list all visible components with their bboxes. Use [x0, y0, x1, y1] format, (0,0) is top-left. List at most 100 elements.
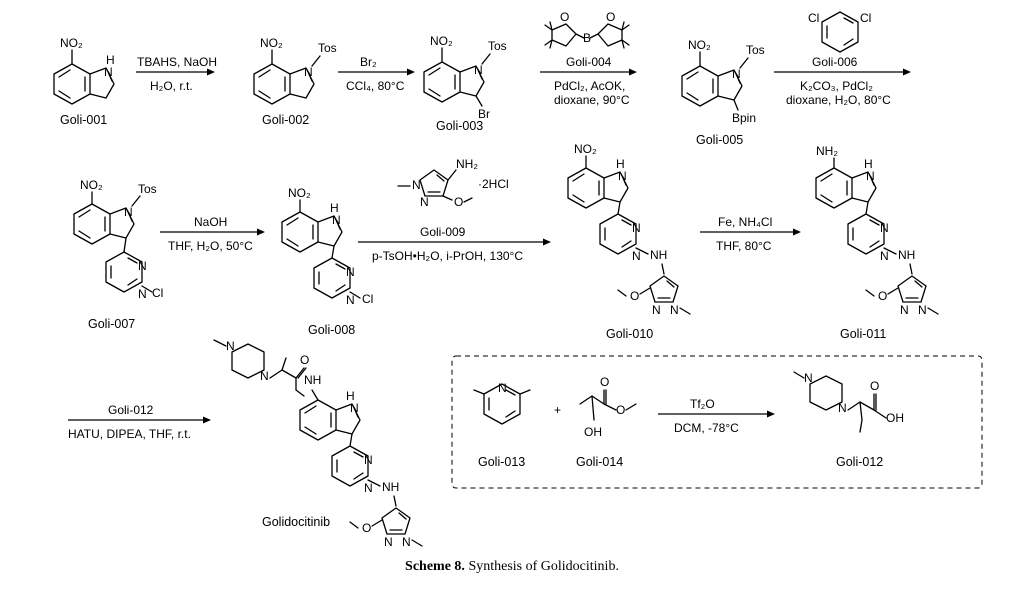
- atom-label: H: [330, 201, 339, 215]
- arrow-step-5: [160, 228, 265, 236]
- atom-label: NO₂: [288, 186, 311, 200]
- atom-label: NH: [304, 373, 321, 387]
- atom-label: H: [864, 157, 873, 171]
- structure-goli-001: NO₂ H N: [53, 36, 115, 105]
- reagent-step7-bottom: THF, 80°C: [716, 239, 772, 253]
- reagent-step7-top: Fe, NH₄Cl: [718, 215, 772, 229]
- atom-label: B: [583, 31, 591, 45]
- atom-label: N: [346, 293, 355, 307]
- goli-012-prep-box: [451, 355, 983, 489]
- atom-label: O: [454, 195, 463, 209]
- reagent-step9-bottom: DCM, -78°C: [674, 421, 739, 435]
- atom-label: O: [616, 403, 625, 417]
- caption-text: Synthesis of Golidocitinib.: [468, 559, 619, 574]
- atom-label: N: [138, 287, 147, 301]
- atom-label: NH: [898, 248, 915, 262]
- atom-label: Tos: [746, 43, 765, 57]
- arrow-step-9: [658, 410, 775, 418]
- label-golidocitinib: Golidocitinib: [262, 515, 330, 529]
- atom-label: NO₂: [430, 34, 453, 48]
- atom-label: N: [124, 205, 133, 219]
- salt-label: ·2HCl: [478, 177, 509, 191]
- label-goli-011: Goli-011: [840, 327, 886, 341]
- structure-goli-013: N: [473, 381, 531, 425]
- structure-goli-004: B O O: [544, 10, 630, 49]
- structure-goli-012: N N O OH: [793, 371, 904, 433]
- structure-goli-005: NO₂ N Tos Bpin: [681, 38, 765, 125]
- reagent-step3-bottom2: dioxane, 90°C: [554, 93, 630, 107]
- atom-label: NO₂: [80, 178, 103, 192]
- atom-label: N: [804, 371, 813, 385]
- structure-goli-007: NO₂ N Tos N N Cl: [73, 178, 163, 301]
- reagent-step1-bottom: H₂O, r.t.: [150, 79, 193, 93]
- label-goli-009: Goli-009: [420, 225, 466, 239]
- atom-label: N: [364, 453, 373, 467]
- reagent-step9-top: Tf₂O: [690, 397, 715, 411]
- atom-label: OH: [584, 425, 602, 439]
- arrow-step-3: [540, 68, 637, 76]
- atom-label: Tos: [318, 41, 337, 55]
- atom-label: Cl: [362, 292, 373, 306]
- structure-goli-008: NO₂ H N N N Cl: [281, 186, 373, 307]
- atom-label: N: [332, 213, 341, 227]
- atom-label: N: [652, 303, 661, 317]
- atom-label: O: [870, 379, 879, 393]
- atom-label: N: [350, 401, 359, 415]
- label-goli-013: Goli-013: [478, 455, 525, 469]
- reagent-step4-bottom2: dioxane, H₂O, 80°C: [786, 93, 891, 107]
- atom-label: NH: [382, 480, 399, 494]
- atom-label: Br: [478, 107, 490, 121]
- atom-label: OH: [886, 411, 904, 425]
- atom-label: NH₂: [816, 144, 838, 158]
- atom-label: N: [918, 303, 927, 317]
- structure-golidocitinib: N N O NH H N N N NH N N O: [213, 339, 423, 549]
- reagent-step5-bottom: THF, H₂O, 50°C: [168, 239, 253, 253]
- atom-label: O: [630, 289, 639, 303]
- atom-label: O: [878, 289, 887, 303]
- atom-label: O: [606, 10, 615, 24]
- atom-label: Tos: [138, 182, 157, 196]
- atom-label: O: [300, 353, 309, 367]
- atom-label: NO₂: [688, 38, 711, 52]
- reagent-step5-top: NaOH: [194, 215, 227, 229]
- atom-label: Cl: [860, 11, 871, 25]
- atom-label: N: [880, 221, 889, 235]
- atom-label: N: [838, 401, 847, 415]
- atom-label: O: [560, 10, 569, 24]
- label-goli-007: Goli-007: [88, 317, 135, 331]
- reagent-step1-top: TBAHS, NaOH: [137, 55, 217, 69]
- arrow-step-2: [338, 68, 415, 76]
- atom-label: N: [304, 65, 313, 79]
- atom-label: N: [364, 481, 373, 495]
- structure-goli-002: NO₂ N Tos: [253, 36, 337, 105]
- scheme-caption: Scheme 8. Synthesis of Golidocitinib.: [0, 559, 1024, 575]
- structure-goli-009: N N NH₂ O ·2HCl: [397, 157, 509, 209]
- atom-label: NO₂: [260, 36, 283, 50]
- atom-label: N: [498, 381, 507, 395]
- arrow-step-4: [774, 68, 911, 76]
- nh-label: H: [106, 53, 115, 67]
- reagent-step8-bottom: HATU, DIPEA, THF, r.t.: [68, 427, 191, 441]
- caption-label: Scheme 8.: [405, 559, 465, 574]
- atom-label: Bpin: [732, 111, 756, 125]
- arrow-step-7: [700, 228, 801, 236]
- structure-goli-010: NO₂ H N N N NH N N O: [567, 142, 691, 317]
- reagent-step4-bottom1: K₂CO₃, PdCl₂: [800, 79, 873, 93]
- atom-label: N: [384, 535, 393, 549]
- arrow-step-6: [358, 238, 551, 246]
- atom-label: O: [362, 521, 371, 535]
- structure-goli-014: O O OH: [579, 375, 637, 439]
- label-goli-005: Goli-005: [696, 133, 743, 147]
- atom-label: N: [412, 178, 421, 192]
- n-label: N: [104, 65, 113, 79]
- atom-label: NH: [650, 248, 667, 262]
- label-goli-002: Goli-002: [262, 113, 309, 127]
- structure-goli-006: Cl Cl: [808, 11, 871, 53]
- reagent-step8-top: Goli-012: [108, 403, 154, 417]
- atom-label: N: [346, 265, 355, 279]
- atom-label: N: [632, 221, 641, 235]
- atom-label: N: [402, 535, 411, 549]
- label-goli-008: Goli-008: [308, 323, 355, 337]
